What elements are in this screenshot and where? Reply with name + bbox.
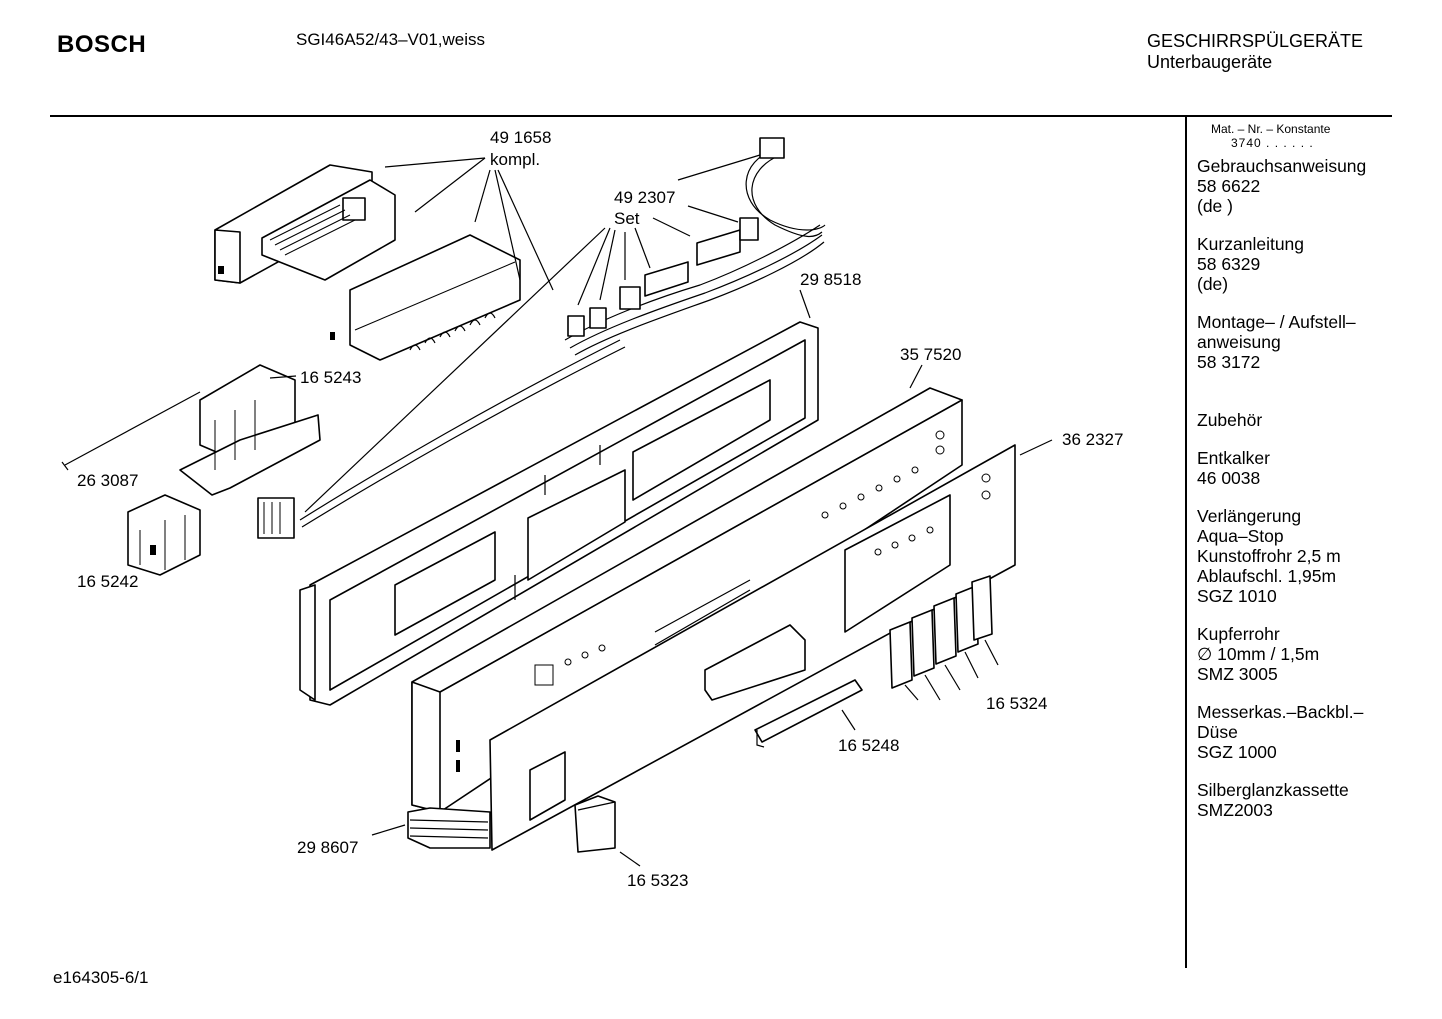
label-49-1658-note: kompl. xyxy=(490,150,540,169)
model-number: SGI46A52/43–V01,weiss xyxy=(296,30,486,49)
sidebar-line: Ablaufschl. 1,95m xyxy=(1197,566,1337,586)
brand-logo: BOSCH xyxy=(57,31,147,58)
sidebar-line: 58 6622 xyxy=(1197,176,1261,196)
label-49-1658: 49 1658 xyxy=(490,128,551,147)
front-cover-part xyxy=(489,444,1016,851)
sidebar-line: ∅ 10mm / 1,5m xyxy=(1197,644,1320,664)
label-26-3087: 26 3087 xyxy=(77,471,138,490)
label-29-8518: 29 8518 xyxy=(800,270,861,289)
trim-strip-part xyxy=(754,679,863,748)
sidebar-line: Silberglanzkassette xyxy=(1197,780,1349,800)
control-module-part xyxy=(214,164,521,361)
sidebar-line: SMZ2003 xyxy=(1197,800,1273,820)
sidebar: Mat. – Nr. – Konstante 3740 . . . . . . … xyxy=(1197,122,1397,820)
sidebar-line: SGZ 1010 xyxy=(1197,586,1277,606)
label-49-2307: 49 2307 xyxy=(614,188,675,207)
sidebar-line: Kurzanleitung xyxy=(1197,234,1305,254)
sidebar-line: Kupferrohr xyxy=(1197,624,1280,644)
label-29-8607: 29 8607 xyxy=(297,838,358,857)
sidebar-line: 46 0038 xyxy=(1197,468,1261,488)
sidebar-line: (de ) xyxy=(1197,196,1233,216)
sidebar-line: Montage– / Aufstell– xyxy=(1197,312,1356,332)
insulation-pad-part xyxy=(407,807,491,849)
label-16-5242: 16 5242 xyxy=(77,572,138,591)
sidebar-line: Zubehör xyxy=(1197,410,1263,430)
sidebar-line: anweisung xyxy=(1197,332,1281,352)
sidebar-group: Zubehör xyxy=(1197,410,1397,430)
button-set-part xyxy=(889,575,993,689)
category-subtitle: Unterbaugeräte xyxy=(1147,52,1273,72)
panel-frame-part xyxy=(257,321,819,706)
sidebar-line: Entkalker xyxy=(1197,448,1270,468)
sidebar-divider xyxy=(1185,117,1187,968)
holder-part xyxy=(179,364,321,496)
sidebar-line: SMZ 3005 xyxy=(1197,664,1278,684)
sidebar-line: Düse xyxy=(1197,722,1238,742)
category-title: GESCHIRRSPÜLGERÄTE xyxy=(1147,31,1364,51)
sidebar-line: SGZ 1000 xyxy=(1197,742,1277,762)
label-35-7520: 35 7520 xyxy=(900,345,961,364)
sidebar-line: Messerkas.–Backbl.– xyxy=(1197,702,1364,722)
sidebar-line: Kunstoffrohr 2,5 m xyxy=(1197,546,1341,566)
label-16-5324: 16 5324 xyxy=(986,694,1047,713)
document-id: e164305-6/1 xyxy=(53,968,149,987)
sidebar-line: Gebrauchsanweisung xyxy=(1197,156,1367,176)
header-divider xyxy=(50,115,1392,117)
sidebar-line: 58 3172 xyxy=(1197,352,1261,372)
label-49-2307-note: Set xyxy=(614,209,640,228)
konstante-value: 3740 . . . . . . xyxy=(1231,136,1314,150)
label-16-5243: 16 5243 xyxy=(300,368,361,387)
cartridge-part xyxy=(574,795,616,853)
wiring-harness-part xyxy=(299,137,826,528)
label-16-5323: 16 5323 xyxy=(627,871,688,890)
label-36-2327: 36 2327 xyxy=(1062,430,1123,449)
sidebar-line: 58 6329 xyxy=(1197,254,1261,274)
label-16-5248: 16 5248 xyxy=(838,736,899,755)
sidebar-line: Aqua–Stop xyxy=(1197,526,1284,546)
relay-module-part xyxy=(127,494,201,576)
sidebar-line: (de) xyxy=(1197,274,1229,294)
konstante-label: Mat. – Nr. – Konstante xyxy=(1211,122,1331,136)
sidebar-line: Verlängerung xyxy=(1197,506,1302,526)
